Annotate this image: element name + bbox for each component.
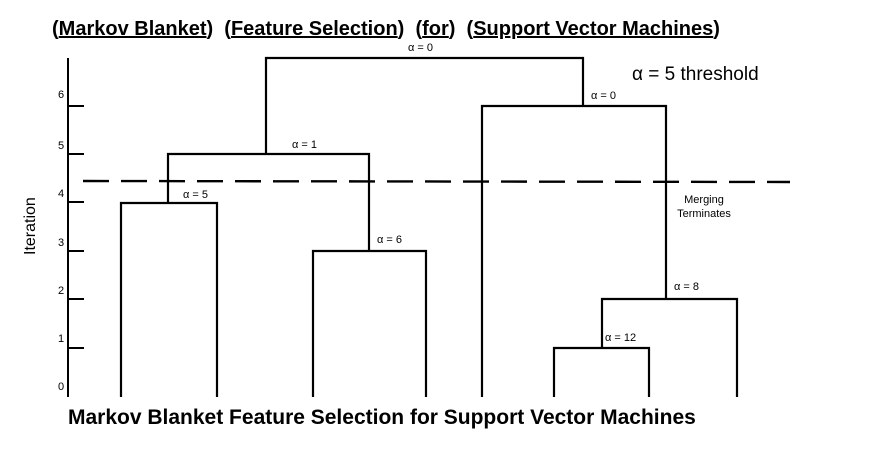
link-alpha-0-top: [264, 56, 585, 154]
merge-label-alpha-8: α = 8: [674, 281, 699, 293]
merge-label-alpha-6: α = 6: [377, 234, 402, 246]
title-part-svm: Support Vector Machines: [473, 18, 714, 40]
threshold-label: α = 5 threshold: [632, 64, 759, 85]
merge-label-alpha-1: α = 1: [292, 139, 317, 151]
y-tick-label-6: 6: [58, 89, 64, 101]
link-alpha-6: [311, 249, 428, 397]
title-part-feature-selection: Feature Selection: [230, 18, 398, 40]
link-alpha-0-lower: [480, 104, 668, 397]
figure-title: (Markov Blanket) (Feature Selection) (fo…: [52, 18, 720, 40]
y-tick-label-5: 5: [58, 140, 64, 152]
merge-label-alpha-5: α = 5: [183, 189, 208, 201]
y-ticks: [68, 105, 84, 349]
link-alpha-8: [600, 297, 739, 397]
figure-caption: Markov Blanket Feature Selection for Sup…: [68, 406, 696, 429]
link-alpha-1: [166, 152, 371, 251]
link-alpha-12: [552, 346, 651, 397]
merge-label-alpha-0-top: α = 0: [408, 42, 433, 54]
y-tick-label-2: 2: [58, 285, 64, 297]
y-tick-label-0: 0: [58, 381, 64, 393]
merging-terminates-note: Merging Terminates: [660, 193, 748, 221]
merge-note-line-1: Merging: [684, 194, 724, 206]
link-alpha-5: [119, 201, 219, 397]
y-tick-label-4: 4: [58, 188, 64, 200]
y-tick-label-3: 3: [58, 237, 64, 249]
title-part-markov-blanket: Markov Blanket: [58, 18, 207, 40]
merge-label-alpha-0-lower: α = 0: [591, 90, 616, 102]
merge-note-line-2: Terminates: [677, 208, 731, 220]
merge-label-alpha-12: α = 12: [605, 332, 636, 344]
threshold-line: [82, 179, 791, 184]
y-tick-label-1: 1: [58, 333, 64, 345]
title-part-for: for: [422, 18, 449, 40]
